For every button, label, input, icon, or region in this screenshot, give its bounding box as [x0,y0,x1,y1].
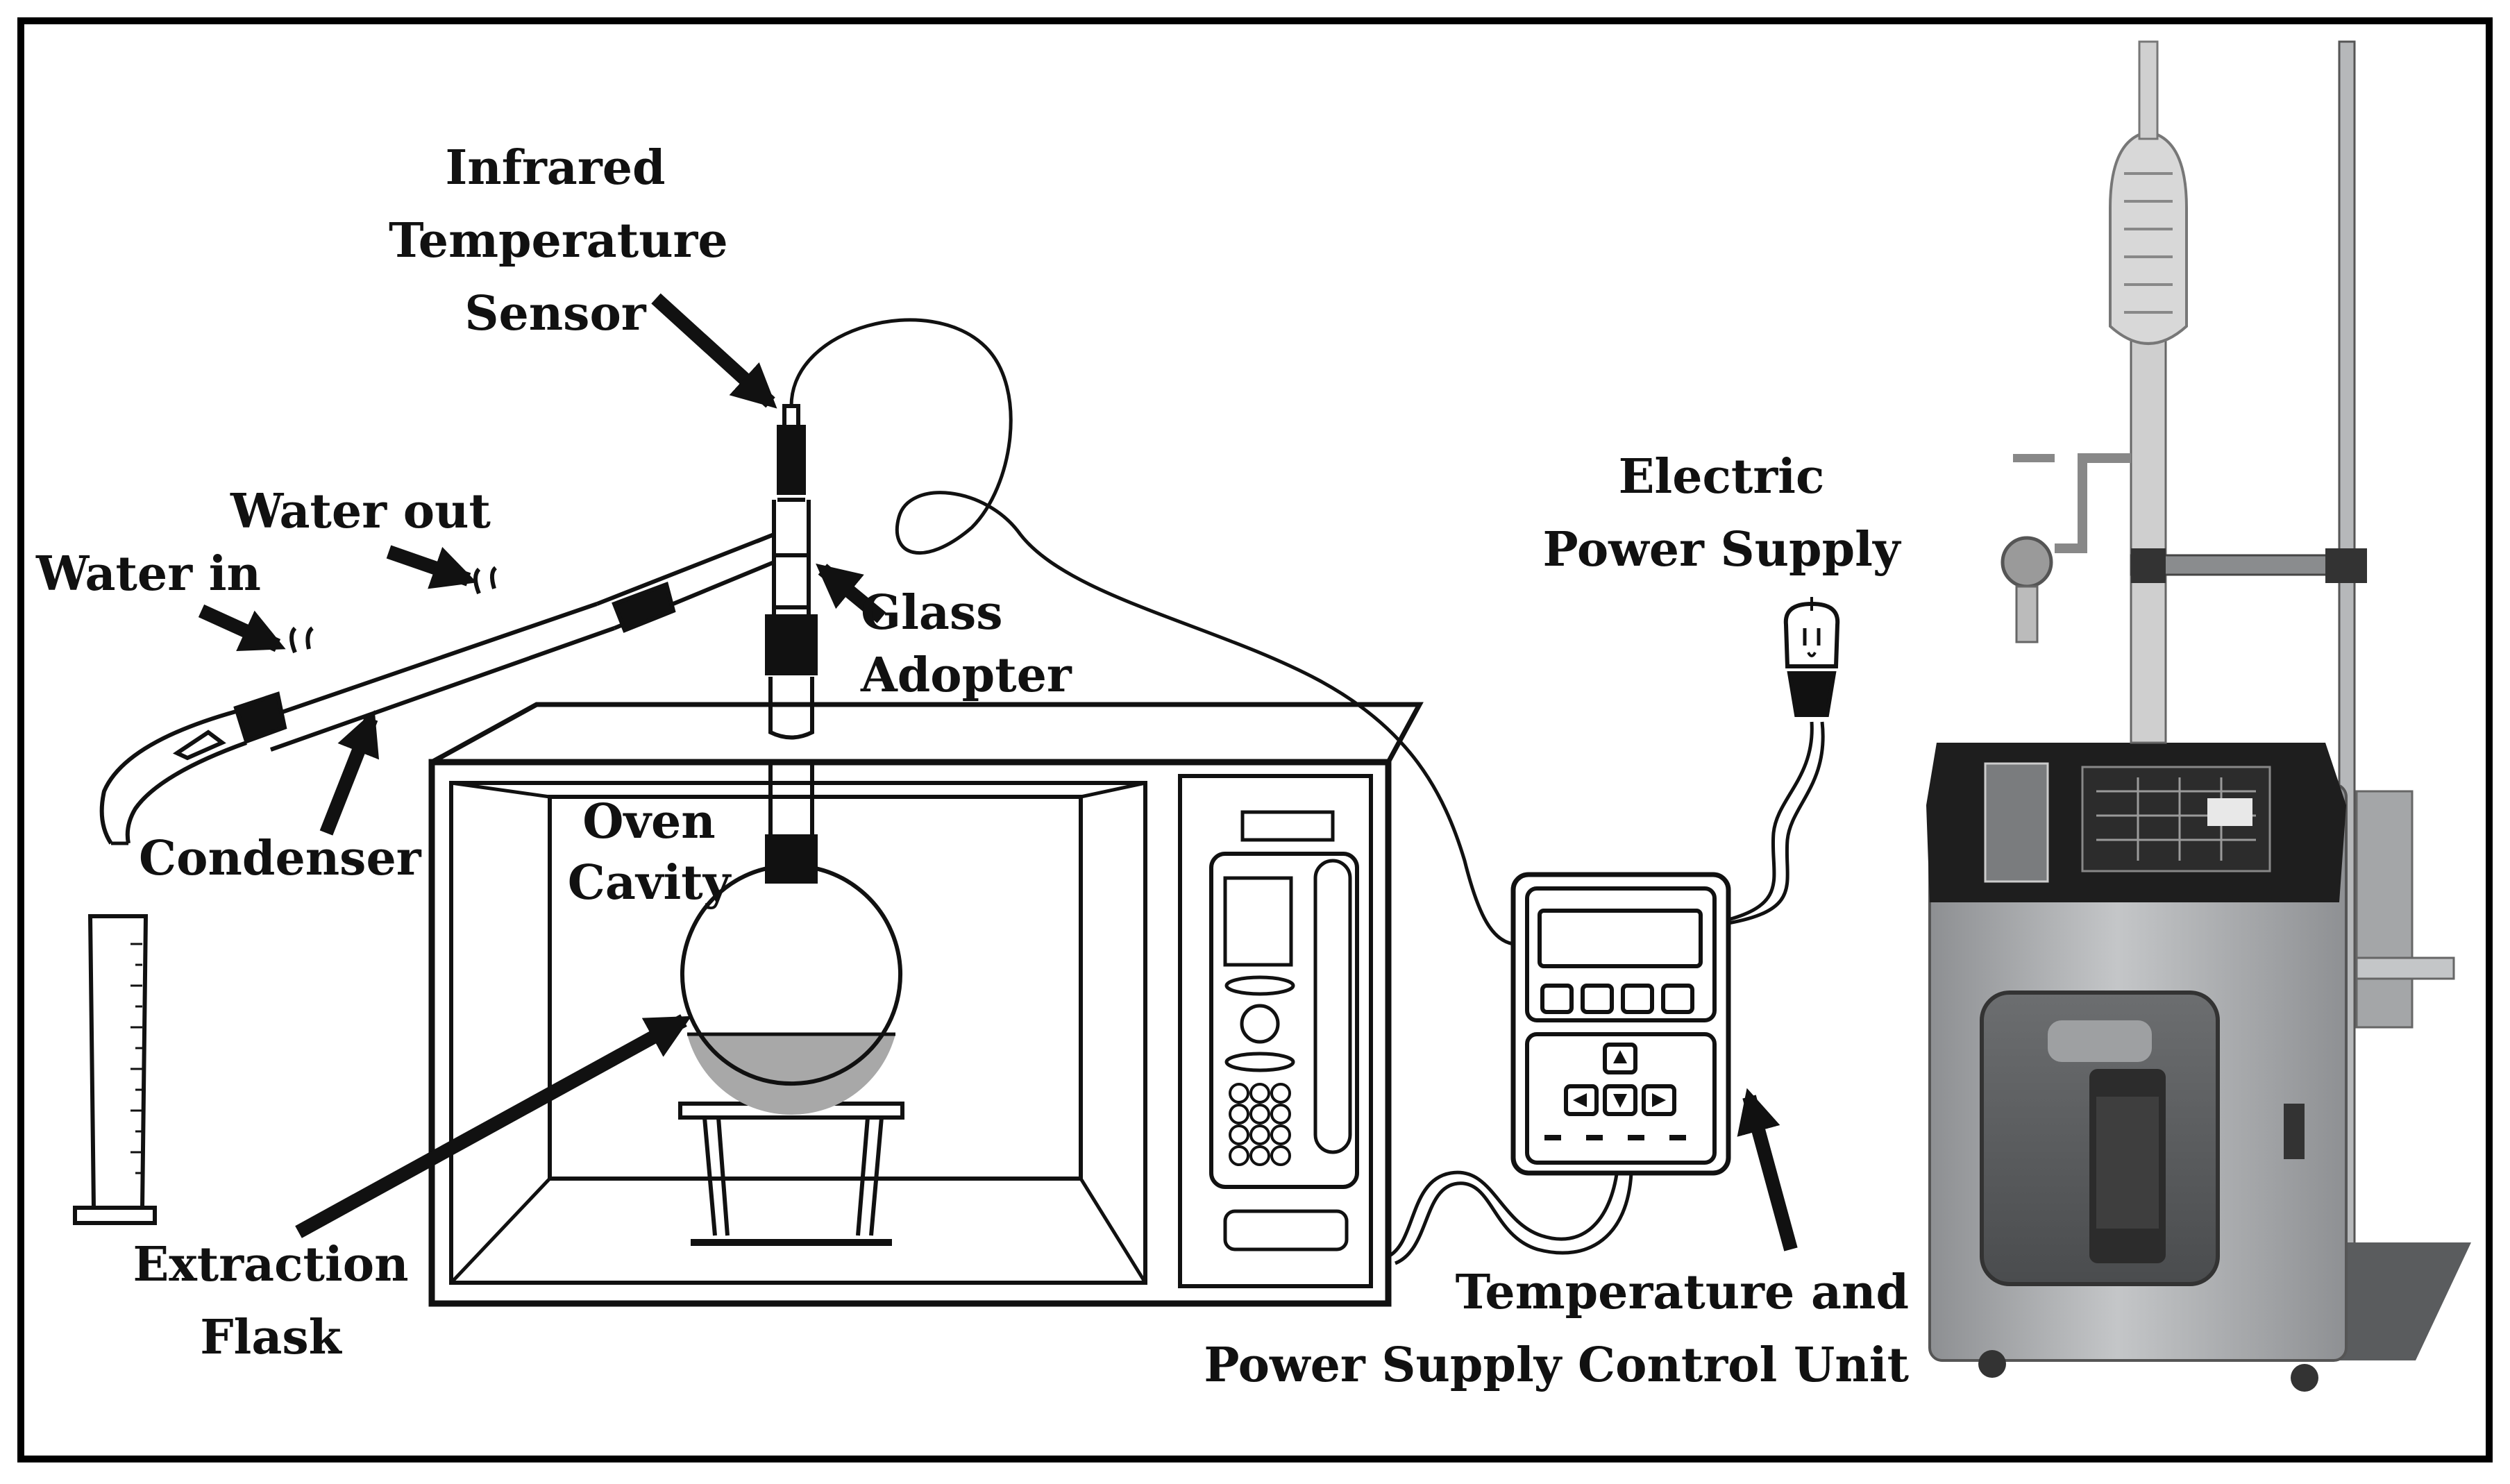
label-glass-adopter: Glass Adopter [861,585,1072,703]
extraction-flask [678,762,904,1246]
label-water-in: Water in [36,546,261,602]
label-extraction-flask: Extraction Flask [133,1237,409,1365]
label-electric-power-supply: Electric Power Supply [1542,449,1901,577]
microwave-extractor-photo [1926,40,2471,1392]
label-oven-cavity: Oven Cavity [567,794,731,911]
arrow-icon [198,293,1798,1251]
power-plug-icon [1783,597,1840,717]
cables [789,318,1825,1265]
microwave-oven [428,702,1424,1307]
keypad [1229,1083,1291,1166]
label-water-out: Water out [230,484,491,539]
label-infrared-temperature-sensor: Infrared Temperature Sensor [389,140,728,342]
control-unit [1510,872,1731,1176]
glass-adapter [755,404,818,740]
label-temperature-power-control-unit: Temperature and Power Supply Control Uni… [1204,1265,1909,1393]
label-condenser: Condenser [139,831,421,886]
graduated-cylinder [73,914,157,1225]
